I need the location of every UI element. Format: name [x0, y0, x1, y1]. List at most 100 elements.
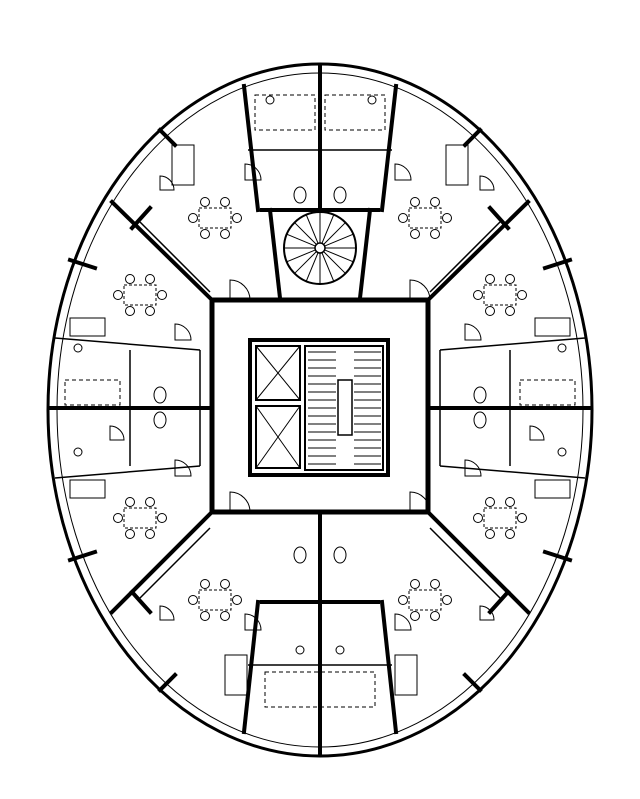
wall	[487, 205, 511, 231]
lamp	[557, 447, 567, 457]
chair	[145, 274, 155, 284]
bed	[64, 379, 121, 406]
dining-table	[198, 207, 232, 229]
bed	[264, 671, 376, 708]
door-swing	[174, 323, 192, 341]
spiral-tread	[321, 214, 335, 244]
wall	[157, 127, 178, 148]
partition-wall	[54, 465, 201, 479]
lamp	[367, 95, 377, 105]
chair	[442, 213, 452, 223]
wall	[425, 509, 531, 615]
stair-treads	[308, 351, 381, 465]
door-swing	[409, 279, 431, 301]
partition-walls	[54, 149, 586, 666]
chair	[505, 529, 515, 539]
chair	[485, 497, 495, 507]
spiral-tread	[294, 222, 317, 245]
chair	[157, 513, 167, 523]
spiral-tread	[324, 249, 354, 263]
chair	[473, 290, 483, 300]
wall	[542, 549, 573, 563]
desk	[534, 479, 571, 499]
partition-wall	[139, 527, 211, 599]
toilet	[153, 411, 167, 429]
door-swing	[394, 163, 412, 181]
spiral-tread	[321, 252, 335, 282]
wall	[241, 599, 261, 735]
chair	[505, 497, 515, 507]
elevator-1	[255, 345, 301, 401]
chair	[232, 213, 242, 223]
chair	[145, 529, 155, 539]
partition-wall	[439, 337, 586, 351]
bed	[519, 379, 576, 406]
wall	[379, 83, 399, 213]
chair	[220, 611, 230, 621]
chair	[485, 529, 495, 539]
chair	[113, 290, 123, 300]
spiral-tread	[286, 233, 316, 247]
wall	[129, 205, 153, 231]
desk	[534, 317, 571, 337]
spiral-treads	[284, 212, 356, 284]
dining-table	[408, 589, 442, 611]
dining-table	[483, 284, 517, 306]
door-swing	[229, 491, 251, 513]
spiral-tread	[324, 233, 354, 247]
chair	[220, 197, 230, 207]
wall	[109, 199, 215, 303]
desk	[445, 144, 469, 186]
door-swing	[394, 613, 412, 631]
wall	[462, 127, 483, 148]
door-swing	[244, 613, 262, 631]
partition-wall	[139, 221, 211, 293]
chair	[430, 579, 440, 589]
door-swing	[479, 605, 495, 621]
dining-table	[408, 207, 442, 229]
toilet	[293, 186, 307, 204]
chair	[473, 513, 483, 523]
wall	[129, 589, 153, 615]
door-swing	[464, 323, 482, 341]
chair	[505, 306, 515, 316]
main-stair	[304, 345, 384, 471]
wall	[462, 672, 483, 693]
spiral-tread	[286, 249, 316, 263]
spiral-tread	[294, 251, 317, 274]
doors	[109, 163, 545, 631]
chair	[220, 579, 230, 589]
door-swing	[229, 279, 251, 301]
chair	[517, 513, 527, 523]
dining-table	[123, 284, 157, 306]
partition-wall	[54, 337, 201, 351]
chair	[200, 229, 210, 239]
lamp	[265, 95, 275, 105]
partition-wall	[439, 465, 586, 479]
bed	[324, 94, 386, 131]
chair	[188, 595, 198, 605]
spiral-tread	[323, 251, 346, 274]
door-swing	[244, 163, 262, 181]
lamp	[73, 343, 83, 353]
wall	[542, 257, 573, 271]
chair	[125, 497, 135, 507]
dining-table	[123, 507, 157, 529]
chair	[220, 229, 230, 239]
wall	[109, 509, 215, 615]
chair	[410, 197, 420, 207]
toilet	[153, 386, 167, 404]
lamp	[295, 645, 305, 655]
dining-table	[483, 507, 517, 529]
elevator-1-cross	[255, 345, 301, 401]
spiral-tread	[305, 214, 319, 244]
elevator-2-cross	[255, 405, 301, 469]
furniture	[69, 95, 571, 696]
dining-table	[198, 589, 232, 611]
chair	[145, 497, 155, 507]
wall	[267, 207, 283, 301]
door-swing	[159, 605, 175, 621]
wall	[357, 207, 373, 301]
walls	[48, 63, 592, 757]
chair	[232, 595, 242, 605]
